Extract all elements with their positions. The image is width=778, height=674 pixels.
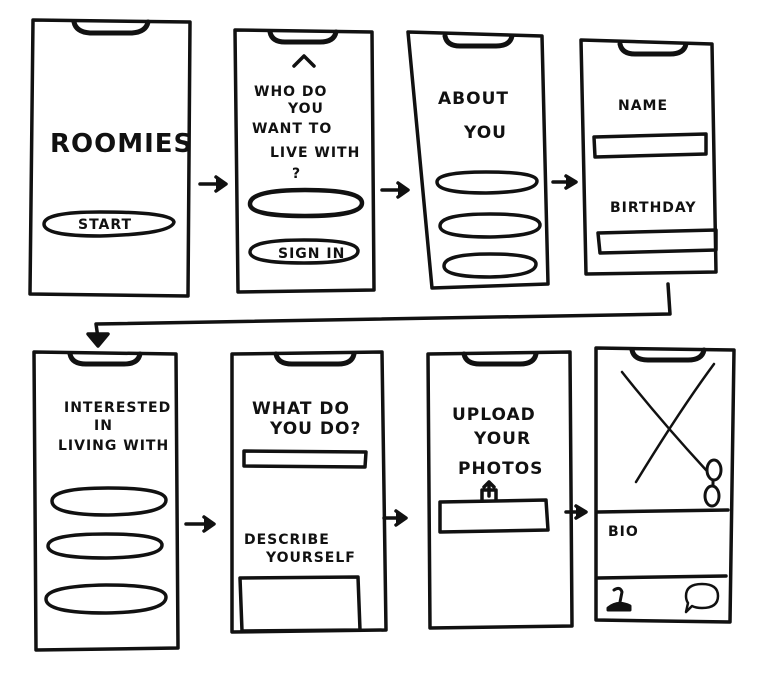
- birthday-input[interactable]: [596, 228, 718, 255]
- describe-line-2: YOURSELF: [265, 550, 356, 566]
- interested-line-1: INTERESTED: [64, 400, 171, 416]
- phone-notch: [71, 19, 151, 36]
- screen-work: [230, 350, 388, 634]
- phone-notch: [629, 347, 707, 363]
- who-line-2: YOU: [287, 101, 324, 117]
- work-line-1: WHAT DO: [252, 399, 350, 419]
- user-icon[interactable]: [606, 586, 632, 612]
- sign-in-label[interactable]: SIGN IN: [278, 246, 345, 262]
- upload-line-2: YOUR: [473, 429, 531, 449]
- arrow-right-icon: [198, 175, 228, 193]
- describe-line-1: DESCRIBE: [244, 532, 330, 548]
- screen-card: [594, 346, 736, 624]
- phone-notch: [273, 351, 357, 367]
- phone-notch: [267, 29, 339, 45]
- phone-notch: [442, 33, 515, 49]
- name-label: NAME: [618, 98, 668, 114]
- chat-bubble-icon[interactable]: [684, 582, 720, 614]
- phone-frame: [32, 350, 180, 652]
- photo-divider: [596, 508, 730, 514]
- arrow-right-icon: [564, 504, 588, 520]
- about-option-1[interactable]: [435, 170, 539, 195]
- living-option-2[interactable]: [46, 532, 164, 560]
- job-input[interactable]: [242, 449, 368, 469]
- phone-frame: [28, 18, 192, 298]
- upload-icon[interactable]: [480, 480, 498, 502]
- phone-frame: [233, 28, 376, 294]
- photo-placeholder: [620, 362, 716, 484]
- describe-textarea[interactable]: [238, 575, 362, 633]
- work-line-2: YOU DO?: [269, 419, 361, 439]
- living-option-3[interactable]: [44, 583, 168, 615]
- screen-interested: [32, 350, 180, 652]
- who-line-3: WANT TO: [252, 121, 332, 137]
- photo-dropzone[interactable]: [438, 498, 550, 534]
- about-option-2[interactable]: [438, 212, 542, 239]
- phone-notch: [461, 351, 539, 367]
- phone-notch: [617, 41, 689, 57]
- phone-notch: [67, 351, 143, 367]
- start-button[interactable]: [42, 210, 176, 238]
- chevron-up-icon[interactable]: [292, 54, 316, 68]
- who-line-1: WHO DO: [254, 84, 327, 100]
- phone-frame: [579, 38, 718, 276]
- about-option-3[interactable]: [442, 252, 538, 279]
- arrow-connector: [86, 282, 672, 348]
- phone-frame: [406, 30, 550, 290]
- upload-line-1: UPLOAD: [452, 405, 536, 425]
- name-input[interactable]: [592, 132, 708, 159]
- who-line-4: LIVE WITH: [270, 145, 360, 161]
- about-line-2: YOU: [463, 123, 507, 143]
- about-line-1: ABOUT: [438, 89, 509, 109]
- screen-about: [406, 30, 550, 290]
- arrow-right-icon: [380, 181, 410, 199]
- phone-frame: [230, 350, 388, 634]
- birthday-label: BIRTHDAY: [610, 200, 697, 216]
- interested-line-2: IN: [94, 418, 113, 434]
- action-divider: [596, 574, 728, 580]
- phone-frame: [426, 350, 574, 630]
- who-line-5: ?: [292, 166, 301, 182]
- upload-line-3: PHOTOS: [458, 459, 543, 479]
- arrow-right-icon: [184, 515, 216, 533]
- arrow-right-icon: [382, 509, 408, 527]
- bio-label: BIO: [608, 524, 639, 540]
- glasses-icon: [703, 458, 723, 508]
- phone-frame: [594, 346, 736, 624]
- interested-line-3: LIVING WITH: [58, 438, 169, 454]
- screen-who: [233, 28, 376, 294]
- screen-profile: [579, 38, 718, 276]
- app-title: ROOMIES: [50, 129, 193, 159]
- start-button-label[interactable]: START: [78, 217, 132, 233]
- arrow-right-icon: [551, 174, 578, 190]
- screen-splash: [28, 18, 192, 298]
- sign-in-button[interactable]: [248, 238, 360, 265]
- living-option-1[interactable]: [50, 486, 168, 517]
- screen-upload: [426, 350, 574, 630]
- option-field[interactable]: [247, 187, 365, 219]
